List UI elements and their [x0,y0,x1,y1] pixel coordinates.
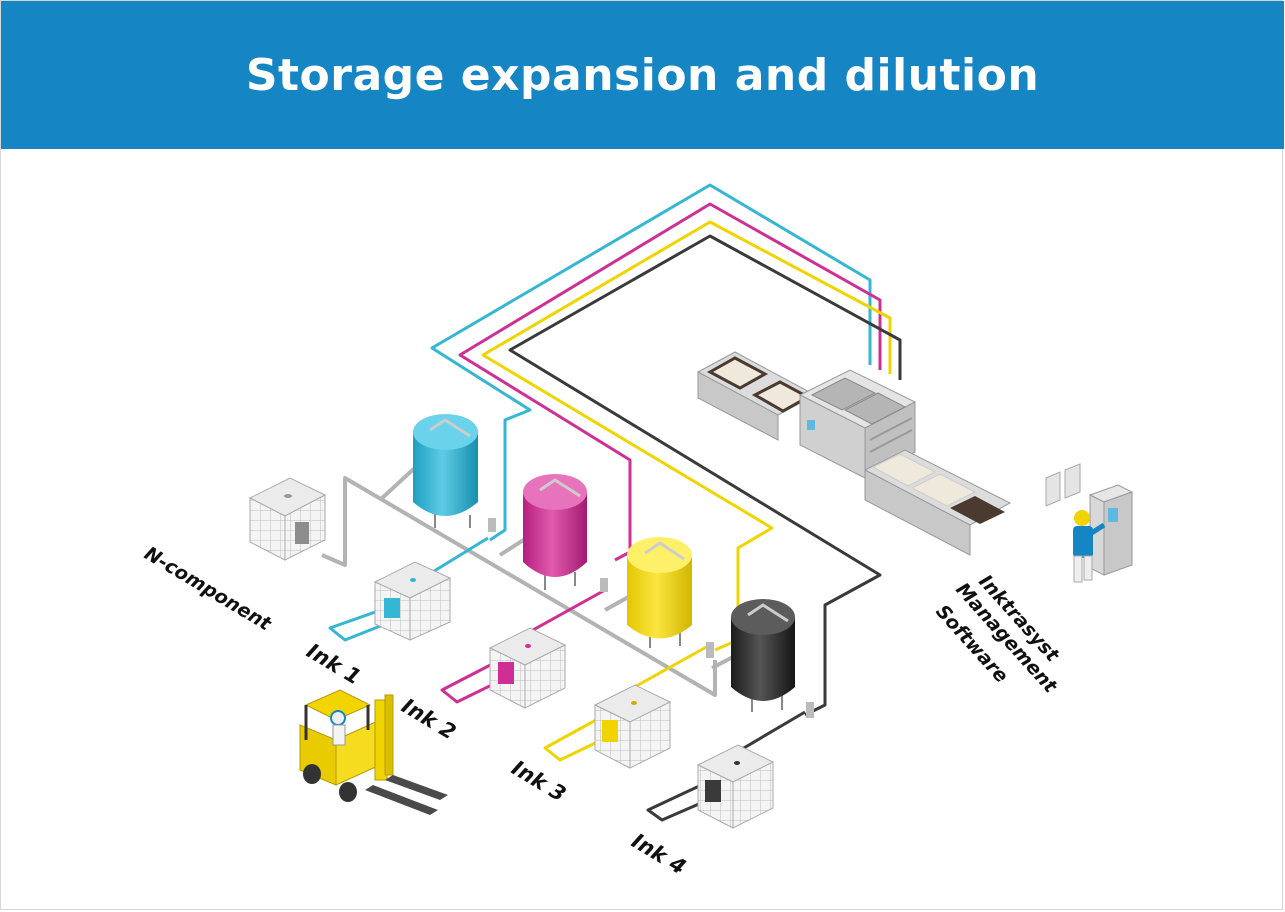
label-ink4: Ink 4 [627,829,690,880]
label-n-component: N-component [140,542,275,635]
tank-black [731,599,814,718]
cyan-supply-line [430,183,872,542]
title-banner: Storage expansion and dilution [1,1,1284,149]
control-station [1045,463,1134,583]
tank-magenta [523,474,608,592]
ibc-ink4 [696,744,775,829]
tank-cyan [413,414,496,532]
ibc-ink2 [488,627,567,709]
label-ink1: Ink 1 [302,639,365,690]
diagram-title: Storage expansion and dilution [245,49,1040,101]
ibc-ink1 [373,561,452,641]
printing-machine [696,351,1012,556]
forklift [299,689,448,815]
label-ink2: Ink 2 [397,694,460,745]
ibc-ink3 [593,684,672,769]
tank-yellow [627,537,714,658]
ibc-n-component [248,477,327,561]
label-ink3: Ink 3 [507,756,570,807]
black-supply-line [508,234,902,717]
